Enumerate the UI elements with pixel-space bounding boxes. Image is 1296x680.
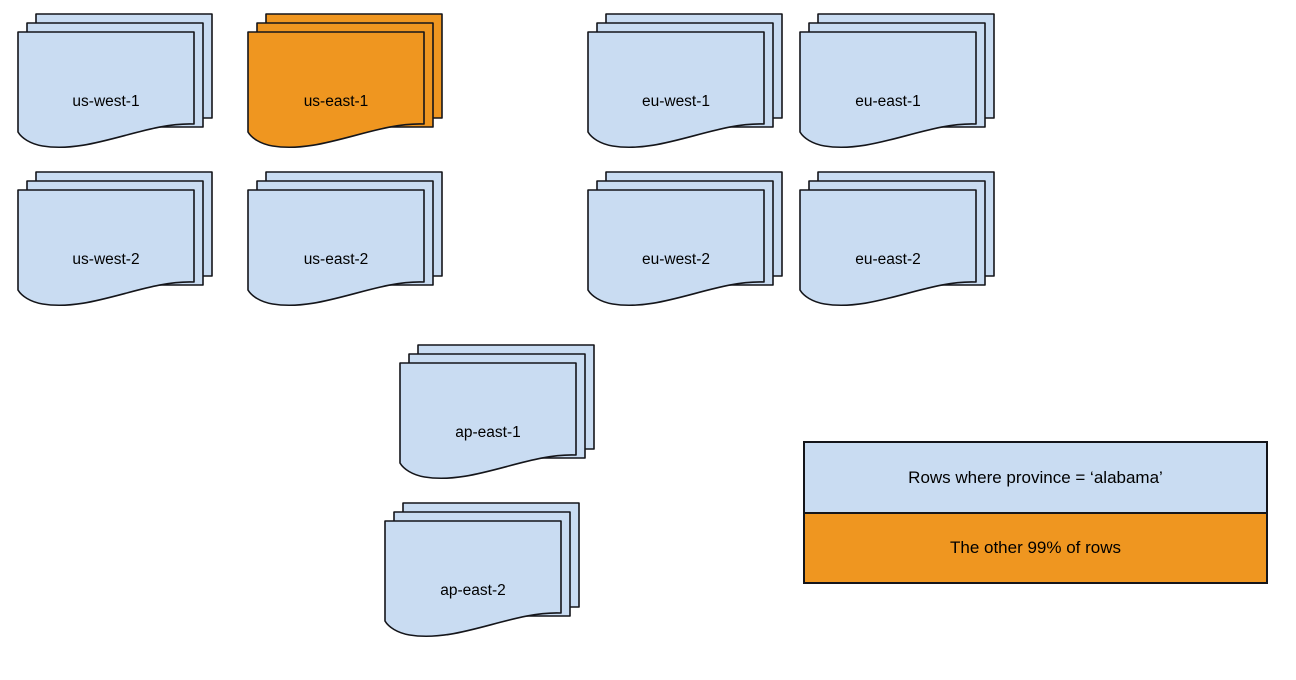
region-stack-us-east-1[interactable]: us-east-1 (247, 13, 446, 162)
region-stack-eu-east-1[interactable]: eu-east-1 (799, 13, 998, 162)
document-stack-icon (799, 171, 995, 306)
document-page-front (587, 31, 765, 148)
legend-label-orange: The other 99% of rows (949, 538, 1122, 557)
document-page-front (799, 31, 977, 148)
document-page-front (799, 189, 977, 306)
region-stack-eu-west-1[interactable]: eu-west-1 (587, 13, 786, 162)
document-stack-icon (587, 13, 783, 148)
region-stack-us-west-1[interactable]: us-west-1 (17, 13, 216, 162)
document-stack-icon (384, 502, 580, 637)
region-stack-eu-west-2[interactable]: eu-west-2 (587, 171, 786, 320)
region-stack-ap-east-1[interactable]: ap-east-1 (399, 344, 598, 493)
document-page-front (587, 189, 765, 306)
region-stack-us-west-2[interactable]: us-west-2 (17, 171, 216, 320)
legend-item-orange: The other 99% of rows (805, 514, 1266, 582)
document-stack-icon (399, 344, 595, 479)
document-stack-icon (247, 171, 443, 306)
document-stack-icon (17, 13, 213, 148)
document-page-front (247, 189, 425, 306)
document-page-front (247, 31, 425, 148)
legend: Rows where province = ‘alabama’ The othe… (803, 441, 1268, 584)
document-page-front (384, 520, 562, 637)
document-stack-icon (587, 171, 783, 306)
document-page-front (17, 189, 195, 306)
document-stack-icon (17, 171, 213, 306)
region-stack-eu-east-2[interactable]: eu-east-2 (799, 171, 998, 320)
region-stack-ap-east-2[interactable]: ap-east-2 (384, 502, 583, 651)
region-stack-us-east-2[interactable]: us-east-2 (247, 171, 446, 320)
document-page-front (399, 362, 577, 479)
document-stack-icon (799, 13, 995, 148)
document-page-front (17, 31, 195, 148)
document-stack-icon (247, 13, 443, 148)
legend-label-blue: Rows where province = ‘alabama’ (908, 467, 1163, 487)
legend-item-blue: Rows where province = ‘alabama’ (805, 443, 1266, 514)
